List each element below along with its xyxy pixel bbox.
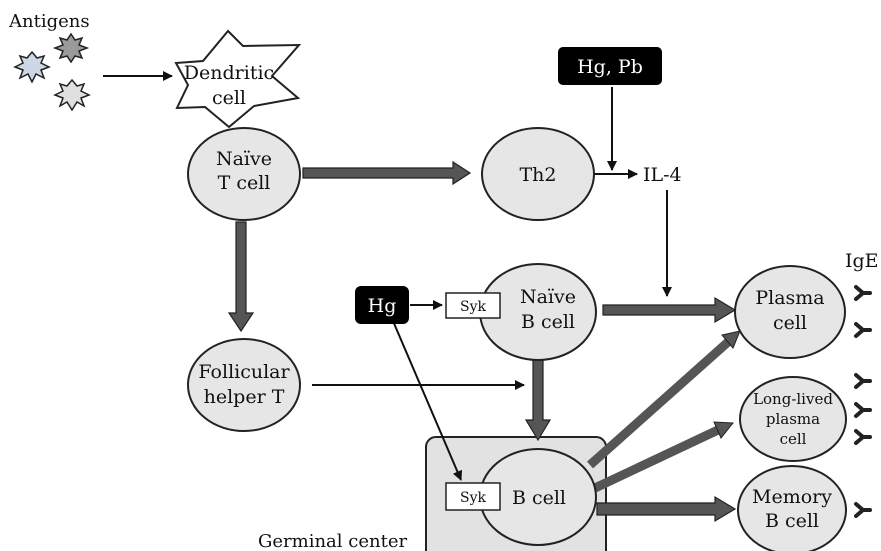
hg-box [355,286,409,324]
naive-t-label-1: Naïve [216,148,272,170]
naive-b-to-bcell-arrow [524,359,552,442]
hg-pb-label: Hg, Pb [577,56,643,78]
antibody-y-icon [854,429,872,445]
th2-label: Th2 [520,164,557,186]
antigens-label: Antigens [8,11,90,32]
bcell-label: B cell [512,487,566,509]
longlived-label-1: Long-lived [753,390,833,408]
il4-label: IL-4 [643,164,682,186]
antibody-y-icon [854,502,872,518]
naive-t-to-follicular-arrow [227,221,255,333]
plasma-label-1: Plasma [755,287,824,309]
bcell-to-longlived-head [713,421,734,439]
hg-to-syk-bottom-arrow [392,320,463,481]
memory-b-cell-node [737,465,847,551]
th2-node [481,127,595,221]
naive-b-to-plasma-arrow [602,296,737,324]
naive-t-cell-node [187,127,301,221]
follicular-label-1: Follicular [198,361,290,383]
antibody-y-icon [854,373,872,389]
syk-top-label: Syk [460,299,487,315]
naive-b-label-1: Naïve [520,286,576,308]
follicular-label-2: helper T [204,386,285,408]
antigen-star-icon [13,50,51,84]
dendritic-cell-shape [174,29,302,129]
syk-bottom-label: Syk [460,490,487,506]
memory-label-2: B cell [765,510,819,532]
antibody-y-icon [854,402,872,418]
germinal-center-label: Germinal center [258,531,407,551]
bcell-to-plasma-head [721,330,741,349]
memory-label-1: Memory [752,486,832,508]
thick-arrows [227,160,737,523]
bcell-to-longlived-shaft [593,425,720,493]
longlived-label-3: cell [780,430,807,448]
antibody-y-icon [854,285,872,301]
ige-label: IgE [845,250,879,272]
naive-b-label-2: B cell [521,311,575,333]
naive-t-to-th2-arrow [302,160,472,186]
plasma-cell-node [734,265,846,359]
thin-arrows [312,87,672,481]
follicular-helper-t-node [187,338,301,432]
bcell-to-plasma-shaft [587,338,731,469]
antibody-y-icon [854,322,872,338]
antibody-icons [854,285,872,518]
dendritic-cell-label-2: cell [212,87,246,109]
antigen-star-icon [53,78,91,112]
longlived-label-2: plasma [766,410,820,428]
cell-nodes [187,127,847,551]
syk-bottom-box [445,482,501,511]
hg-pb-box [558,47,662,85]
syk-top-box [445,292,501,319]
plasma-label-2: cell [773,312,807,334]
long-lived-plasma-node [739,376,847,462]
dendritic-cell-label-1: Dendritic [184,62,274,84]
hg-label: Hg [368,295,397,317]
antigen-star-icon [52,32,90,64]
antigen-cluster: Antigens [8,11,91,112]
naive-t-label-2: T cell [218,172,271,194]
bcell-to-memory-arrow [596,495,737,523]
